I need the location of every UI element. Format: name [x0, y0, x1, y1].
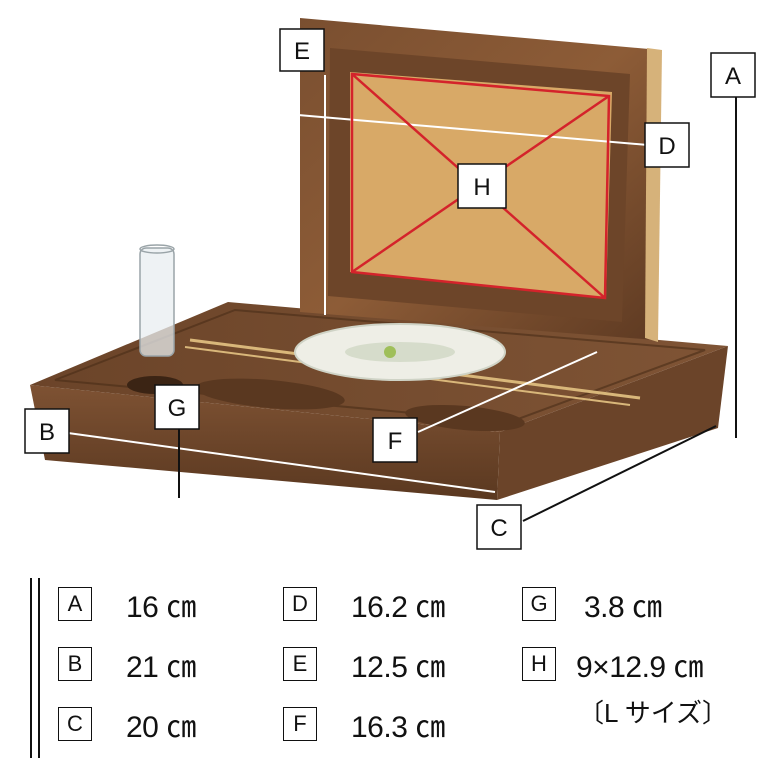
legend-letter: B [58, 647, 92, 681]
label-box-f: F [372, 417, 418, 463]
svg-text:C: C [490, 515, 507, 542]
legend-item-c: C 20 ㎝ [58, 702, 196, 746]
dimension-legend: A 16 ㎝ B 21 ㎝ C 20 ㎝ D 16.2 ㎝ E 12.5 ㎝ F… [0, 560, 768, 768]
legend-item-h: H 9×12.9 ㎝ [522, 642, 703, 686]
svg-text:G: G [168, 395, 187, 422]
legend-item-b: B 21 ㎝ [58, 642, 196, 686]
svg-text:F: F [388, 428, 403, 455]
label-box-e: E [279, 28, 325, 72]
label-box-d: D [644, 122, 690, 168]
legend-value: 16 ㎝ [126, 591, 196, 624]
legend-value: 9×12.9 ㎝ [576, 651, 703, 684]
product-dimension-figure: E A D H G B F C [24, 18, 756, 550]
legend-value: 12.5 ㎝ [351, 651, 445, 684]
label-box-b: B [24, 408, 70, 454]
svg-text:H: H [473, 174, 490, 201]
legend-letter: C [58, 707, 92, 741]
legend-h-note: 〔L サイズ〕 [578, 698, 728, 728]
legend-item-f: F 16.3 ㎝ [283, 702, 445, 746]
svg-text:A: A [725, 63, 741, 90]
label-box-h: H [457, 163, 507, 209]
legend-rule-right [38, 578, 40, 758]
legend-letter: A [58, 587, 92, 621]
legend-value: 20 ㎝ [126, 711, 196, 744]
glass-vase [139, 247, 175, 357]
dim-line-b [67, 432, 496, 493]
legend-value: 3.8 ㎝ [584, 591, 662, 624]
svg-text:E: E [294, 38, 310, 65]
base-front [30, 385, 500, 500]
legend-item-g: G 3.8 ㎝ [522, 582, 662, 626]
base-side [497, 346, 728, 500]
dim-line-c [522, 425, 717, 522]
legend-letter: E [283, 647, 317, 681]
dim-line-f [417, 351, 598, 433]
legend-rule-left [30, 578, 32, 758]
svg-text:B: B [39, 419, 55, 446]
legend-item-a: A 16 ㎝ [58, 582, 196, 626]
legend-letter: D [283, 587, 317, 621]
legend-letter: H [522, 647, 556, 681]
legend-item-d: D 16.2 ㎝ [283, 582, 445, 626]
label-box-c: C [476, 504, 522, 550]
legend-value: 16.2 ㎝ [351, 591, 445, 624]
legend-value: 16.3 ㎝ [351, 711, 445, 744]
dim-line-d [297, 114, 649, 146]
legend-letter: F [283, 707, 317, 741]
svg-text:D: D [658, 133, 675, 160]
legend-letter: G [522, 587, 556, 621]
legend-value: 21 ㎝ [126, 651, 196, 684]
legend-item-e: E 12.5 ㎝ [283, 642, 445, 686]
label-box-a: A [710, 52, 756, 98]
label-box-g: G [154, 384, 200, 430]
